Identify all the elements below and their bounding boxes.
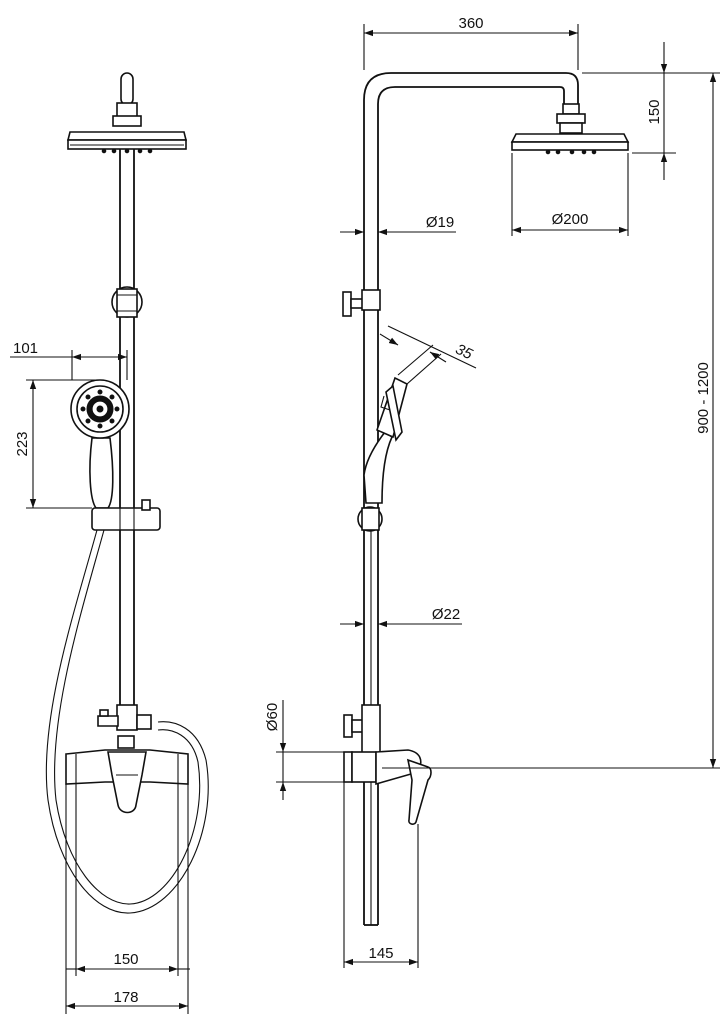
shower-column-front — [119, 149, 135, 725]
dim-column-diameter: Ø22 — [432, 606, 460, 623]
wall-bracket-side — [342, 289, 381, 317]
rain-shower-head-front — [66, 131, 188, 154]
dim-wall-plate-diameter: Ø60 — [264, 703, 281, 731]
diverter-front — [97, 704, 152, 749]
rain-shower-head-side — [510, 133, 630, 155]
dim-arm-diameter: Ø19 — [426, 214, 454, 231]
front-view — [45, 72, 209, 914]
head-nozzles — [101, 148, 153, 154]
dim-head-diameter: Ø200 — [552, 211, 589, 228]
dim-wall-projection: 145 — [368, 945, 393, 962]
slider-holder-front — [91, 499, 161, 531]
dim-mixer-width: 178 — [113, 989, 138, 1006]
hand-shower-nozzles — [80, 389, 120, 429]
dimension-lines — [10, 24, 720, 1014]
dim-hand-shower-angle: 35 — [453, 341, 476, 364]
head-connector-side — [556, 103, 586, 134]
dimension-labels: 101 223 150 178 360 150 Ø19 Ø200 35 900 … — [13, 15, 712, 1006]
head-connector — [112, 72, 142, 127]
head-nozzles-side — [545, 149, 597, 155]
hand-shower-front — [70, 379, 130, 509]
dim-hand-shower-offset: 101 — [13, 340, 38, 357]
shower-arm-side — [363, 72, 579, 925]
slider-holder-side — [357, 506, 383, 532]
shower-hose — [45, 529, 209, 914]
dim-arm-length: 360 — [458, 15, 483, 32]
mixer-front — [65, 749, 189, 814]
dim-spout-spacing: 150 — [113, 951, 138, 968]
dim-head-drop: 150 — [646, 99, 663, 124]
hand-shower-side — [363, 376, 408, 504]
side-view — [342, 72, 630, 926]
mixer-side — [343, 704, 432, 825]
dim-hand-shower-height: 223 — [14, 431, 31, 456]
dim-height-range: 900 - 1200 — [695, 362, 712, 434]
wall-bracket-front — [111, 286, 143, 318]
